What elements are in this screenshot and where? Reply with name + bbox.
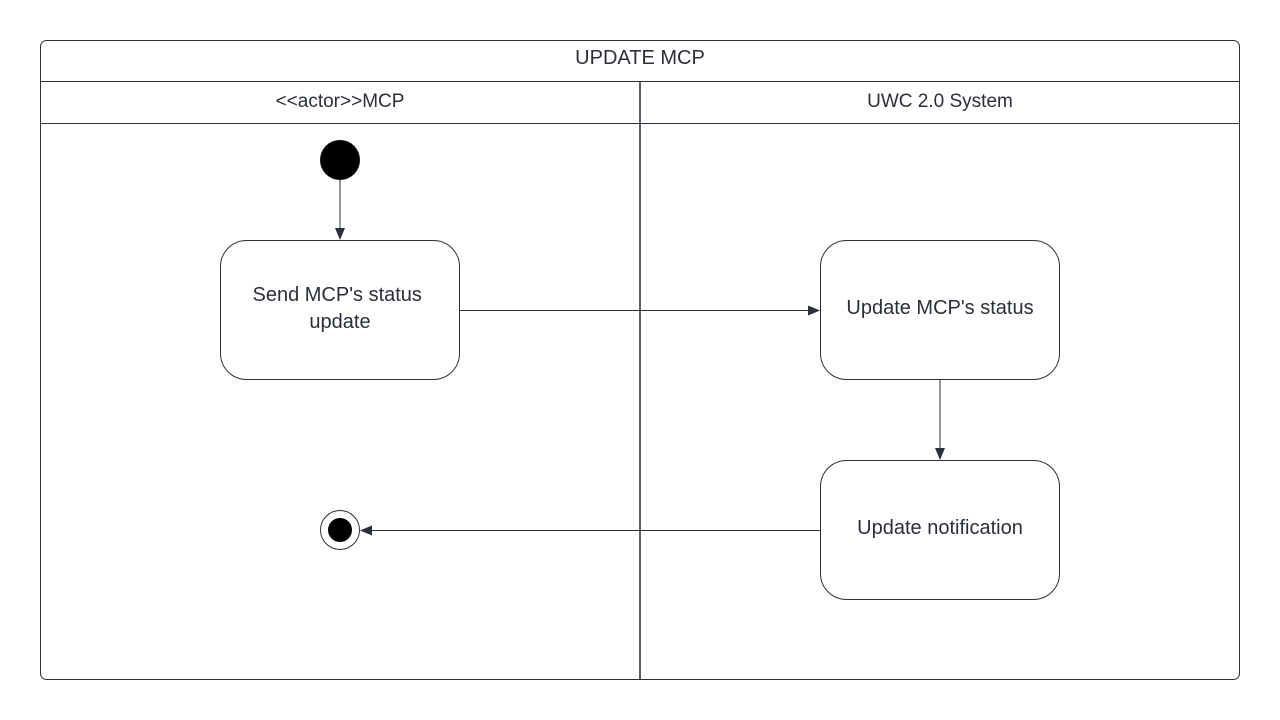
action-send-status-update-line-1: Send MCP's status [252,284,421,306]
action-send-status-update [220,240,460,380]
action-update-status-label: Update MCP's status [846,297,1033,319]
lane-header-mcp: <<actor>>MCP [276,91,405,112]
diagram-title: UPDATE MCP [575,47,705,69]
action-update-status [820,240,1060,380]
action-update-notification-label: Update notification [857,517,1023,539]
lane-header-uwc-system: UWC 2.0 System [867,91,1013,112]
initial-node [320,140,360,180]
action-send-status-update-label: Send MCP's status update [252,284,427,333]
action-update-notification [820,460,1060,600]
action-send-status-update-line-2: update [309,311,370,333]
final-node-core [328,518,352,542]
